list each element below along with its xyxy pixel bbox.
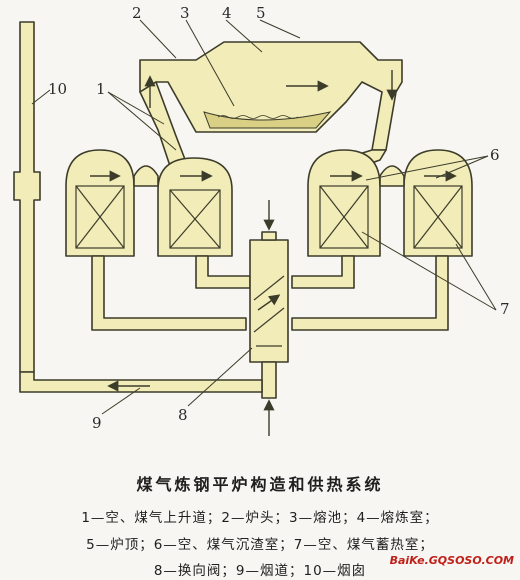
bridge-left [133, 165, 159, 187]
valve-flap-upper [253, 275, 285, 301]
chimney [13, 21, 41, 373]
label-1: 1 [96, 80, 106, 98]
checker-work-left-inner [169, 189, 221, 249]
flue [19, 371, 263, 393]
duct-inner-right [291, 255, 355, 289]
leader-6a [365, 155, 489, 181]
leader-5 [259, 19, 301, 39]
leader-3 [185, 19, 235, 107]
checker-work-right-inner [319, 185, 369, 249]
leader-1a [107, 91, 165, 125]
flow-arrow-valve [257, 294, 281, 311]
duct-outer-left [91, 255, 247, 331]
label-10: 10 [48, 80, 67, 98]
valve-flap-lower [253, 307, 285, 333]
leader-1b [107, 91, 177, 151]
label-3: 3 [180, 4, 190, 22]
bath-ripple [217, 115, 299, 119]
leader-7b [455, 243, 497, 311]
leader-4 [225, 19, 263, 53]
checker-work-right-outer [413, 185, 463, 249]
furnace-roof [139, 41, 403, 151]
leader-6b [435, 155, 489, 179]
leader-8 [187, 347, 253, 407]
duct-inner-left [195, 255, 251, 289]
leader-9 [101, 387, 141, 415]
label-5: 5 [256, 4, 266, 22]
label-7: 7 [500, 300, 510, 318]
bridge-right [379, 165, 405, 187]
figure-title: 煤气炼钢平炉构造和供热系统 [136, 475, 384, 494]
legend-line-2: 5—炉顶；6—空、煤气沉渣室；7—空、煤气蓄热室； [86, 537, 434, 553]
reversing-valve-body [249, 239, 289, 363]
air-inlet-pipe [261, 361, 277, 399]
watermark: BaiKe.GQSOSO.COM [389, 554, 514, 567]
label-9: 9 [92, 414, 102, 432]
leader-7a [361, 231, 497, 311]
label-6: 6 [490, 146, 500, 164]
legend-line-1: 1—空、煤气上升道；2—炉头；3—熔池；4—熔炼室； [81, 510, 439, 526]
leader-2 [139, 19, 177, 59]
leader-10 [31, 89, 51, 105]
duct-outer-right [291, 255, 449, 331]
open-hearth-furnace-diagram: 1 2 3 4 5 6 7 8 9 10 [13, 4, 510, 436]
label-8: 8 [178, 406, 188, 424]
gas-inlet-pipe [261, 231, 277, 241]
checker-work-left-outer [75, 185, 125, 249]
label-2: 2 [132, 4, 142, 22]
label-4: 4 [222, 4, 232, 22]
legend-line-3: 8—换向阀；9—烟道；10—烟囱 [153, 563, 367, 579]
